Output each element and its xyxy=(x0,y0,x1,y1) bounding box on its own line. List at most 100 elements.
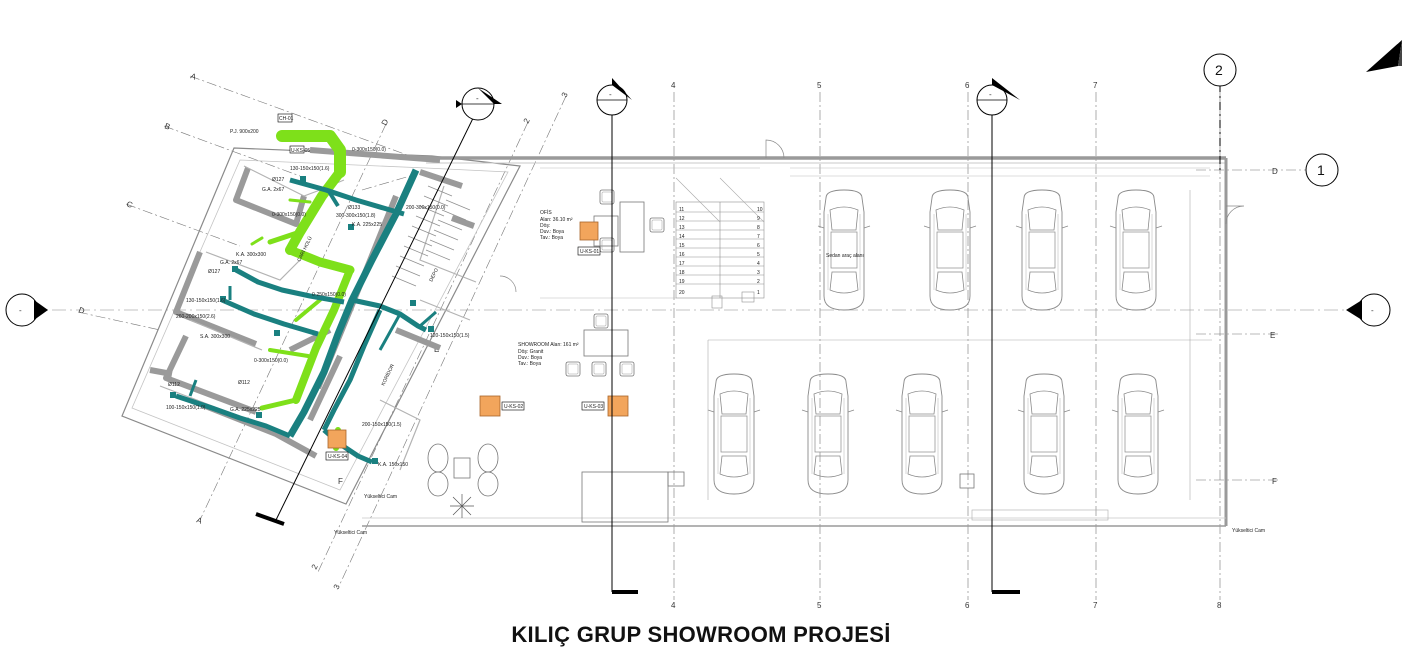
stair-num: 4 xyxy=(757,261,760,267)
stair-num: 9 xyxy=(757,216,760,222)
level-label: Yükseltici Cam xyxy=(364,494,397,500)
grid-label-6-bottom: 6 xyxy=(965,601,970,610)
level-labels: Yükseltici Cam Yükseltici Cam Yükseltici… xyxy=(334,494,1265,536)
grid-label-rot-d-left: D xyxy=(77,305,86,316)
duct-label: Ø127 xyxy=(272,177,284,183)
grid-label-e: E xyxy=(1270,331,1275,340)
stair-num: 7 xyxy=(757,234,760,240)
room-koridor: KORİDOR xyxy=(380,362,397,386)
section-marker-3: - xyxy=(976,78,1020,116)
stair-num: 1 xyxy=(757,290,760,296)
grid-label-rot-3-top: 3 xyxy=(560,90,570,98)
stairs-main xyxy=(540,177,765,309)
hvac-units xyxy=(327,221,629,449)
unit-tag: U-KS-03 xyxy=(584,404,603,410)
room-ofis-floor: Döş: xyxy=(540,223,550,229)
stair-numbers: 10 9 8 7 6 5 4 3 2 1 11 12 13 14 15 16 1… xyxy=(679,207,763,296)
level-label: Yükseltici Cam xyxy=(334,530,367,536)
stair-num: 8 xyxy=(757,225,760,231)
cars xyxy=(707,189,1165,495)
duct-label: Ø127 xyxy=(208,269,220,275)
grid-bubble-1: 1 xyxy=(1305,153,1339,187)
grid-label-5-top: 5 xyxy=(817,81,822,90)
section-marker-right: - xyxy=(1346,293,1391,327)
grid-bubble-2-text: 2 xyxy=(1215,62,1223,78)
north-arrow-icon xyxy=(1366,40,1402,72)
room-depo: DEPO xyxy=(428,267,440,282)
unit-box xyxy=(579,221,599,241)
duct-label: Ø112 xyxy=(168,382,180,388)
office-furniture xyxy=(427,189,975,523)
grid-label-7-bottom: 7 xyxy=(1093,601,1098,610)
section-cut-lines xyxy=(255,84,1221,594)
stair-num: 13 xyxy=(679,225,685,231)
duct-label: K.A. 300x300 xyxy=(236,252,266,258)
grid-label-rot-a-top: A xyxy=(189,71,198,82)
room-showroom-ceiling: Tav.: Boya xyxy=(518,361,541,367)
stair-num: 10 xyxy=(757,207,763,213)
duct-label: P.J. 900x200 xyxy=(230,129,259,135)
stair-num: 15 xyxy=(679,243,685,249)
car-area-label: Sedan araç alanı xyxy=(826,253,864,259)
unit-tag: U-KS-01 xyxy=(580,249,599,255)
duct-label: G.A. 2x67 xyxy=(262,187,284,193)
unit-tags: U-KS-01 U-KS-02 U-KS-03 U-KS-04 CH-01 U-… xyxy=(277,113,605,461)
duct-label: 0-300x150(0.0) xyxy=(254,358,288,364)
duct-label: Ø133 xyxy=(348,205,360,211)
doors xyxy=(499,139,1245,293)
stair-num: 19 xyxy=(679,279,685,285)
duct-label: 200-150x150(1.5) xyxy=(362,422,402,428)
grid-bubble-1-text: 1 xyxy=(1317,162,1325,178)
grid-labels-bottom: 4 5 6 7 8 xyxy=(671,601,1222,610)
unit-box xyxy=(327,429,347,449)
section-marker-text: - xyxy=(989,90,992,99)
room-ofis-wall: Duv.: Boya xyxy=(540,229,564,235)
grid-label-rot-3-bottom: 3 xyxy=(332,582,342,590)
duct-label: 200-300x150(0.0) xyxy=(406,205,446,211)
grid-label-rot-c-top: C xyxy=(125,199,134,210)
stair-num: 14 xyxy=(679,234,685,240)
grid-label-5-bottom: 5 xyxy=(817,601,822,610)
grid-label-d: D xyxy=(1272,167,1278,176)
stair-num: 6 xyxy=(757,243,760,249)
grid-label-6-top: 6 xyxy=(965,81,970,90)
parking-lines xyxy=(707,190,1212,521)
duct-label: 260-200x150(2.6) xyxy=(176,314,216,320)
grid-label-4-top: 4 xyxy=(671,81,676,90)
duct-label: 130-150x150(1.6) xyxy=(186,298,226,304)
room-ofis-ceiling: Tav.: Boya xyxy=(540,235,563,241)
unit-tag: CH-01 xyxy=(279,116,294,122)
stair-num: 2 xyxy=(757,279,760,285)
section-marker-1: - xyxy=(456,87,502,121)
stair-num: 12 xyxy=(679,216,685,222)
grid-lines xyxy=(28,75,1376,600)
duct-label: G.A. 225x225 xyxy=(230,407,261,413)
duct-label: 120-150x150(1.5) xyxy=(430,333,470,339)
main-ducts xyxy=(175,168,437,465)
stair-num: 20 xyxy=(679,290,685,296)
grid-bubble-2: 2 xyxy=(1203,53,1237,87)
duct-label: S.A. 300x300 xyxy=(200,334,230,340)
level-label: Yükseltici Cam xyxy=(1232,528,1265,534)
unit-box xyxy=(607,395,629,417)
stair-num: 3 xyxy=(757,270,760,276)
room-ofis-area: Alan: 36.10 m² xyxy=(540,217,573,223)
grid-label-rot-2-bottom: 2 xyxy=(310,562,320,570)
grid-labels-right: D E F xyxy=(1270,167,1278,486)
section-marker-2: - xyxy=(596,78,632,116)
grid-label-rot-a-bottom: A xyxy=(195,515,204,526)
grid-label-rot-2-top: 2 xyxy=(522,116,532,124)
duct-label: K.A. 150x150 xyxy=(378,462,408,468)
project-title: KILIÇ GRUP SHOWROOM PROJESİ xyxy=(511,622,891,647)
duct-label: 300-300x150(1.8) xyxy=(336,213,376,219)
diffusers xyxy=(170,176,434,464)
stair-num: 11 xyxy=(679,207,684,213)
unit-box xyxy=(479,395,501,417)
section-marker-text: - xyxy=(1371,306,1374,315)
grid-label-rot-d-top: D xyxy=(380,118,391,127)
duct-annotations: P.J. 900x200 0-300x150(0.0) 130-150x150(… xyxy=(166,129,470,468)
room-showroom-wall: Duv.: Boya xyxy=(518,355,542,361)
section-marker-text: - xyxy=(19,306,22,315)
grid-label-rot-f-bottom: F xyxy=(338,477,343,486)
grid-labels-top: 4 5 6 7 xyxy=(671,81,1098,90)
